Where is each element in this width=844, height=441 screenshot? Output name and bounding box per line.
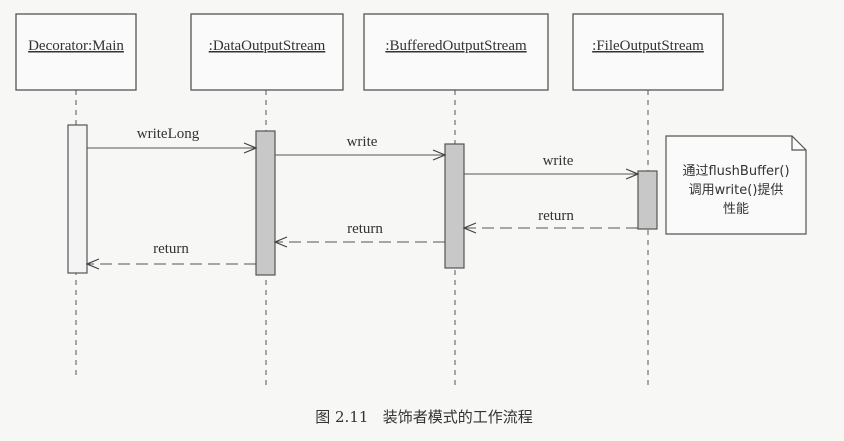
participant-decorator-main: Decorator:Main: [15, 13, 137, 91]
participant-label: :DataOutputStream: [209, 38, 326, 54]
note-line-2: 调用write()提供: [689, 182, 784, 198]
note-line-3: 性能: [723, 202, 749, 217]
message-label-write-1: write: [347, 134, 378, 150]
activation-buffered-output-stream: [444, 143, 465, 269]
note: 通过flushBuffer() 调用write()提供 性能: [665, 135, 807, 235]
note-line-1: 通过flushBuffer(): [682, 164, 789, 179]
participant-data-output-stream: :DataOutputStream: [190, 13, 344, 91]
message-label-return-1: return: [538, 208, 574, 224]
participant-label: :FileOutputStream: [592, 38, 704, 54]
participant-label: :BufferedOutputStream: [385, 38, 527, 54]
message-label-write-2: write: [543, 153, 574, 169]
figure-caption: 图 2.11 装饰者模式的工作流程: [315, 408, 532, 426]
message-label-writelong: writeLong: [137, 126, 200, 142]
participant-buffered-output-stream: :BufferedOutputStream: [363, 13, 549, 91]
activation-file-output-stream: [637, 170, 658, 230]
activation-data-output-stream: [255, 130, 276, 276]
participant-file-output-stream: :FileOutputStream: [572, 13, 724, 91]
participant-label: Decorator:Main: [28, 38, 124, 54]
activation-decorator-main: [67, 124, 88, 274]
message-label-return-2: return: [347, 221, 383, 237]
message-label-return-3: return: [153, 241, 189, 257]
